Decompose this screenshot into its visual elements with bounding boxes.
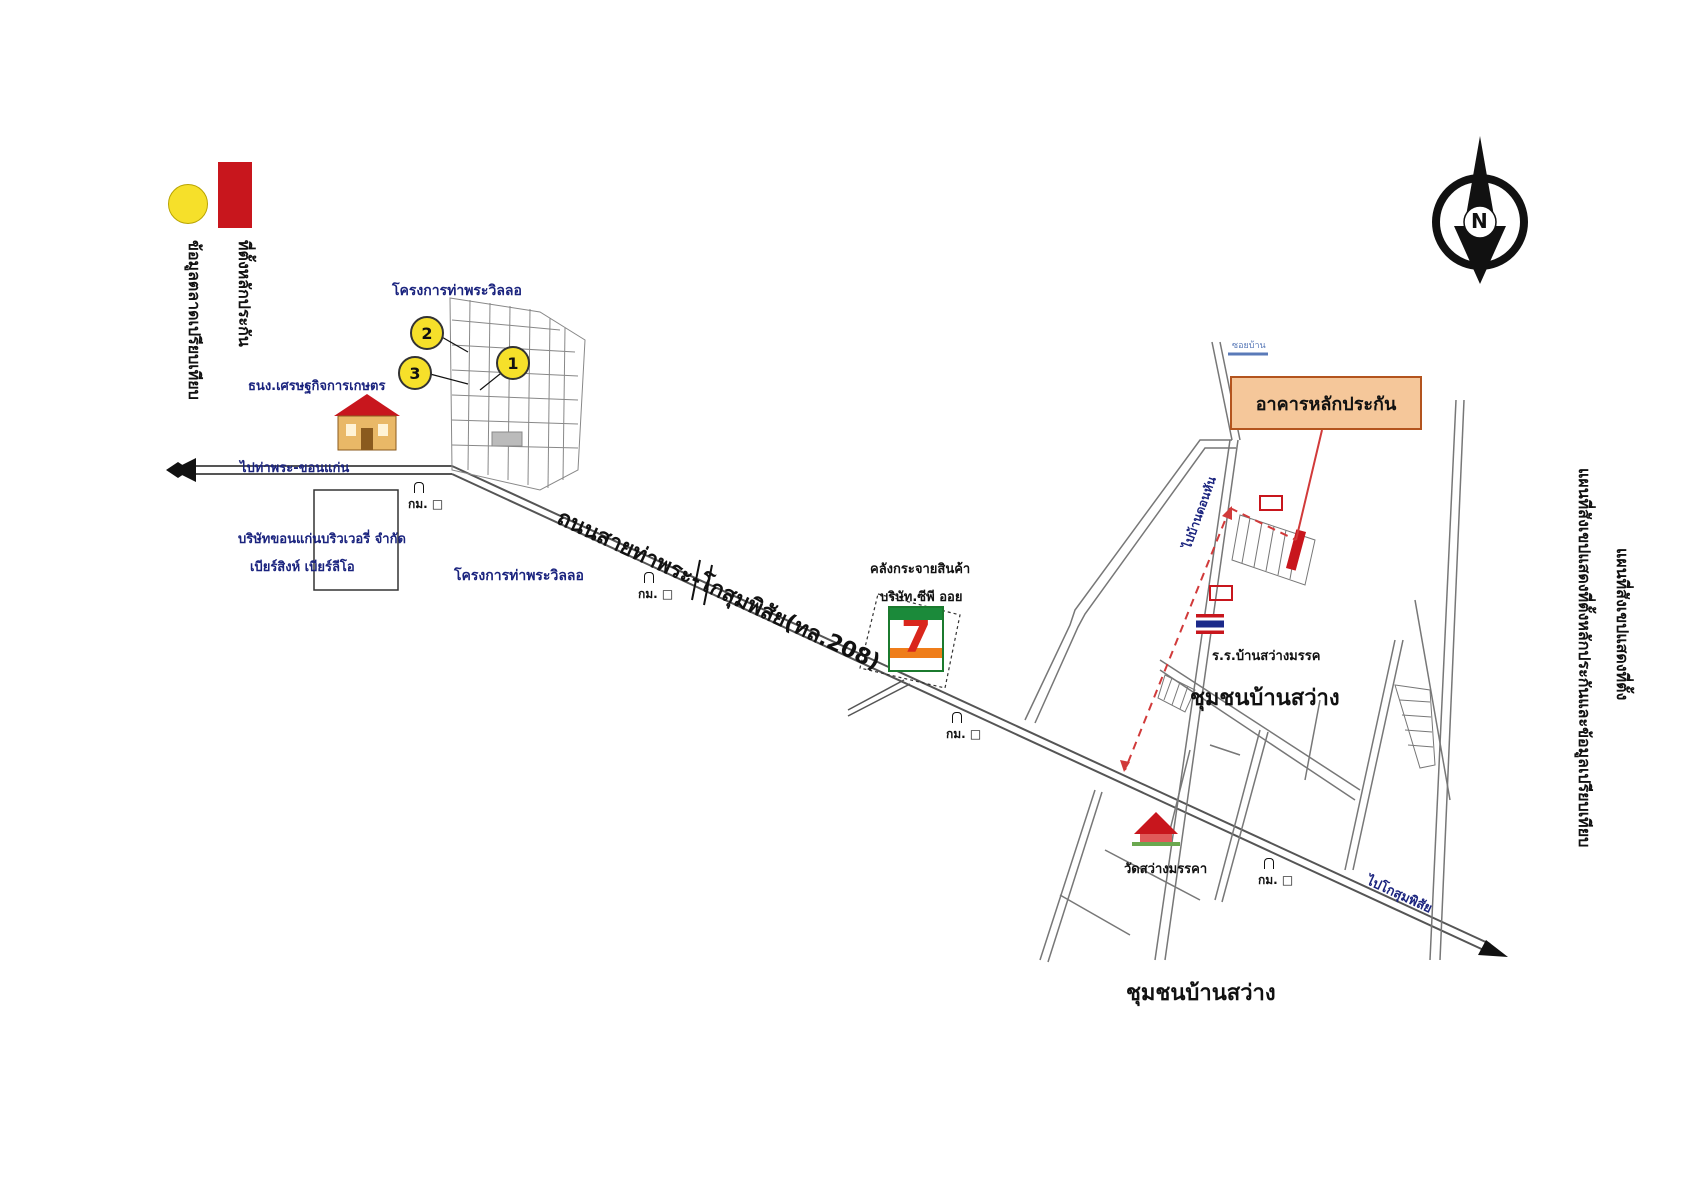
route-arrow-bottom: [1120, 760, 1130, 772]
legend-comparison-label: ข้อมูลตลาดเปรียบเทียบ: [185, 240, 204, 400]
warehouse-label-line1: คลังกระจายสินค้า: [870, 562, 971, 577]
brewery-label-line1: บริษัทขอนแก่นบริวเวอรี่ จำกัด: [238, 532, 406, 547]
comparison-marker-1[interactable]: 1: [496, 346, 530, 380]
collateral-location-marker: [1285, 529, 1307, 571]
warehouse-label-line2: บริษัท.ซีพี ออย: [880, 590, 963, 605]
km-post-4: กม. □: [1258, 858, 1293, 890]
thai-flag-icon: [1196, 614, 1224, 634]
legend-collateral-icon: [218, 162, 252, 228]
brewery-plot: [313, 489, 399, 591]
east-road-network: [1024, 341, 1465, 963]
main-road-west: [178, 465, 452, 475]
east-arrow-icon: [1478, 940, 1508, 957]
comparison-marker-2[interactable]: 2: [410, 316, 444, 350]
community-upper-label: ชุมชนบ้านสว่าง: [1190, 686, 1340, 711]
route-arrow-top: [1222, 506, 1232, 520]
housing-project-bottom-label: โครงการท่าพระวิลลอ: [454, 568, 584, 584]
side-road-seven: [847, 679, 911, 717]
temple-label: วัดสว่างมรรคา: [1124, 862, 1208, 877]
community-lower-label: ชุมชนบ้านสว่าง: [1126, 981, 1276, 1006]
route-dashed: [1124, 507, 1297, 771]
housing-project-top-label: โครงการท่าพระวิลลอ: [392, 283, 522, 299]
west-arrowhead: [172, 458, 196, 482]
bank-building-icon: [334, 394, 400, 451]
bank-label: ธนง.เศรษฐกิจการเกษตร: [248, 379, 386, 394]
sign-boxes: [1209, 495, 1283, 601]
highway-208: [451, 465, 1491, 953]
km-post-1: กม. □: [408, 482, 443, 514]
km-post-3: กม. □: [946, 712, 981, 744]
km-post-2: กม. □: [638, 572, 673, 604]
housing-grid: [449, 297, 586, 491]
brewery-label-line2: เบียร์สิงห์ เบียร์ลีโอ: [250, 560, 355, 575]
to-tha-phra-label: ไปท่าพระ-ขอนแก่น: [240, 461, 350, 476]
collateral-building-callout[interactable]: อาคารหลักประกัน: [1230, 376, 1422, 430]
seven-eleven-icon: 7: [888, 606, 944, 672]
side-title-line1: แผนที่สังเขปแสดงที่ตั้งหลักประกันและข้อม…: [1575, 468, 1594, 848]
north-arrow-icon: [1432, 136, 1528, 284]
school-label: ร.ร.บ้านสว่างมรรค: [1212, 649, 1321, 664]
marker-leaders: [429, 335, 506, 391]
callout-leader: [1295, 429, 1323, 541]
compass-n-label: N: [1471, 209, 1488, 233]
temple-icon: [1132, 812, 1180, 846]
comparison-marker-3[interactable]: 3: [398, 356, 432, 390]
road-break-mark: [691, 559, 713, 606]
small-sign-label: ซอยบ้าน: [1232, 341, 1266, 351]
legend-collateral-label: ที่ตั้งหลักประกัน: [235, 240, 254, 347]
legend-comparison-icon: [168, 184, 208, 224]
side-title-line2: แผนที่สังเขปแสดงที่ตั้ง: [1613, 548, 1632, 701]
